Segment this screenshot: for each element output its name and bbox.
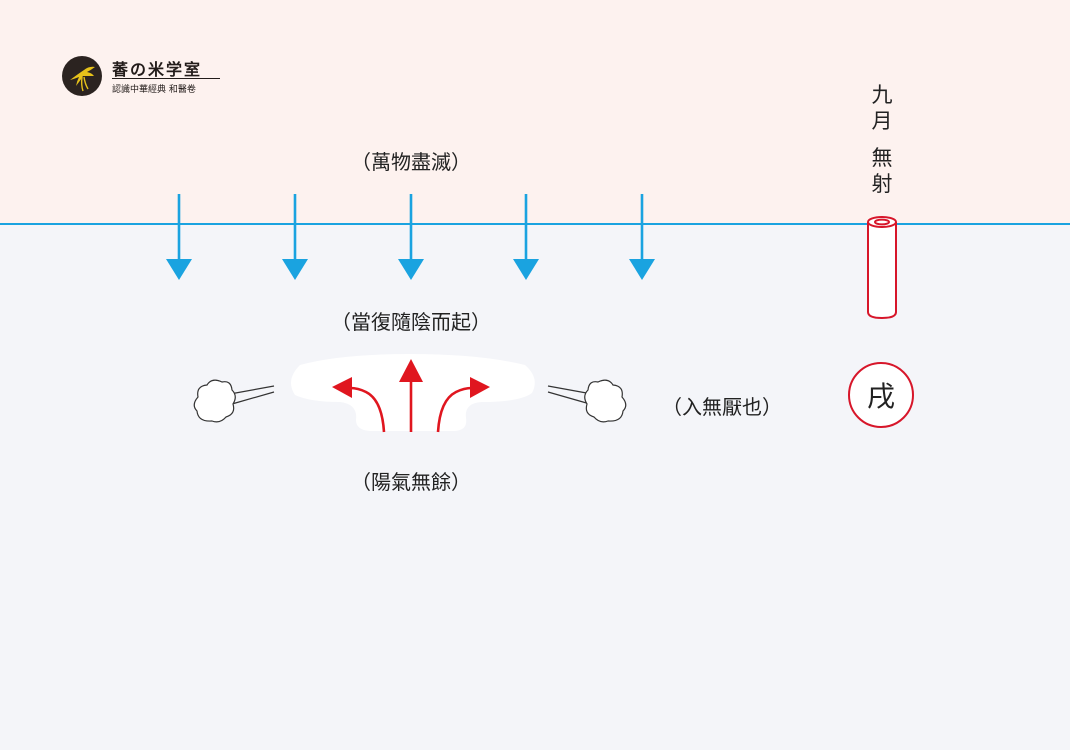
arrow-up-icon [349,378,473,433]
wind-puff-icon [547,379,627,423]
wind-puff-icon [193,379,275,423]
label-middle: （當復隨陰而起） [331,310,491,334]
label-bottom: （陽氣無餘） [351,470,471,494]
pitch-label: 無射 [871,146,893,196]
earthly-branch-badge: 戌 [848,362,914,428]
branch-label: 戌 [866,380,895,413]
arrow-down-icon [166,194,655,280]
logo: 萫の米学室 認識中華經典 和醫卷 [62,56,232,102]
label-right: （入無厭也） [662,395,782,419]
logo-title: 萫の米学室 [112,60,203,79]
logo-subtitle: 認識中華經典 和醫卷 [112,85,196,95]
label-top: （萬物盡滅） [351,150,471,174]
sky-region [0,0,1070,224]
arrowheads [332,359,490,398]
horizon-line [0,223,1070,225]
month-label: 九月 [871,83,893,133]
logo-divider [112,78,220,79]
bird-emblem-icon [62,56,102,96]
pitch-pipe-icon [867,216,897,320]
mound-shape [291,354,535,431]
